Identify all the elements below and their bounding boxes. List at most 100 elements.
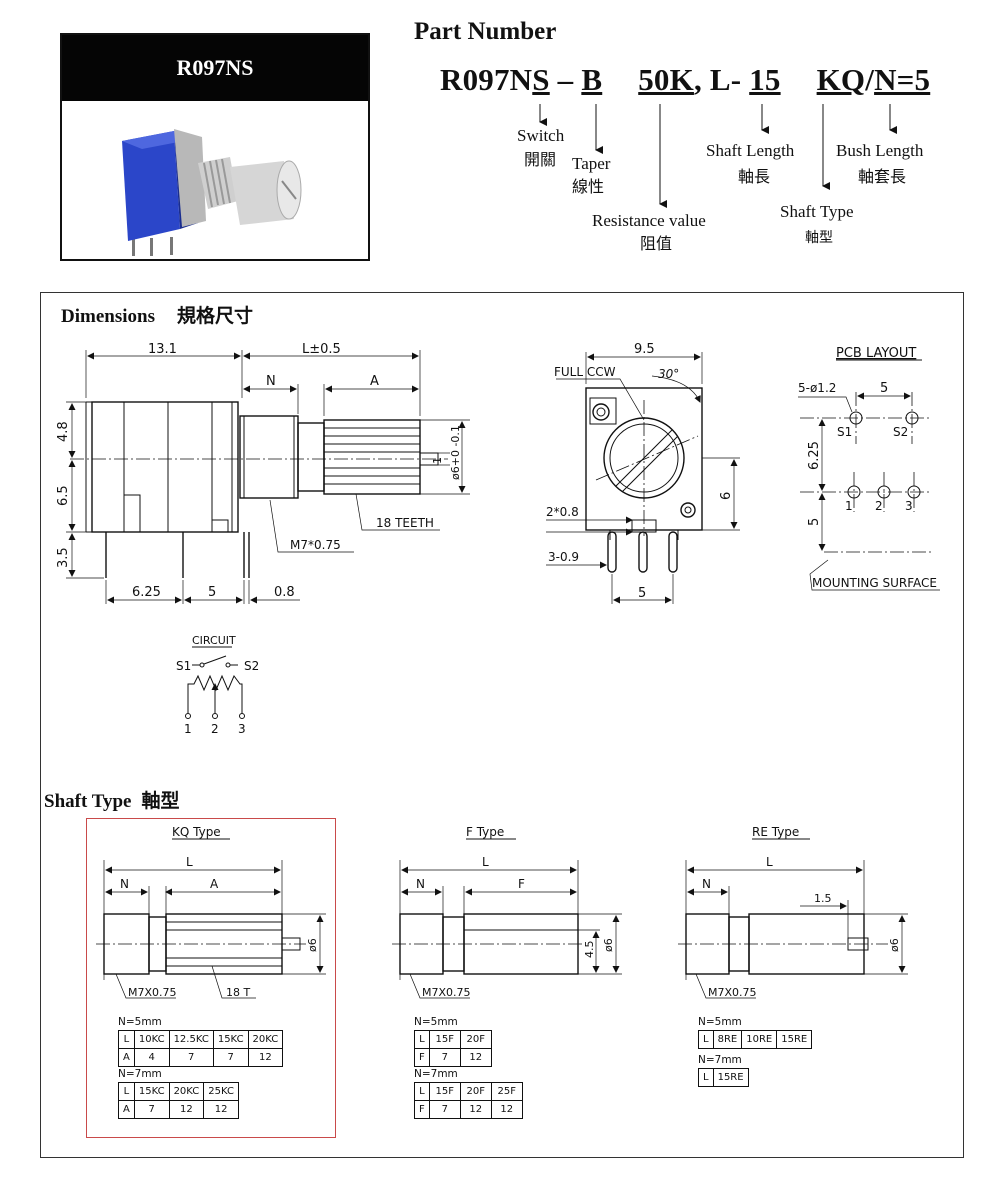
circuit-p1: 1 (184, 722, 192, 736)
f-title: F Type (466, 825, 504, 839)
label-m7: M7*0.75 (290, 538, 341, 552)
f-m7: M7X0.75 (422, 986, 471, 999)
table-row: A 7 12 12 (118, 1100, 239, 1119)
part-number-heading: Part Number (414, 18, 557, 45)
dim-phi6: ø6+0 -0.1 (449, 425, 462, 480)
circuit-p2: 2 (211, 722, 219, 736)
dim-3-0-9: 3-0.9 (548, 550, 579, 564)
pcb-p1: 1 (845, 499, 853, 513)
dim-0-8: 0.8 (274, 585, 295, 600)
dim-3-5: 3.5 (56, 547, 71, 568)
re-d-1-5: 1.5 (814, 892, 832, 905)
side-view: 13.1 L±0.5 N A 4.8 6.5 3.5 1 ø6+0 -0.1 (56, 342, 470, 604)
dim-9-5: 9.5 (634, 342, 655, 357)
kq-m7: M7X0.75 (128, 986, 177, 999)
shaft-type-label: Shaft Type (780, 202, 854, 221)
table-row: A 4 7 7 12 (118, 1048, 284, 1067)
kq-title: KQ Type (172, 825, 221, 839)
label-full-ccw: FULL CCW (554, 365, 616, 379)
table-cell: 12 (490, 1100, 523, 1119)
switch-label-zh: 開關 (524, 150, 556, 169)
dimension-drawings: 13.1 L±0.5 N A 4.8 6.5 3.5 1 ø6+0 -0.1 (56, 342, 940, 736)
shaft-length-label: Shaft Length (706, 141, 795, 160)
table-cell: 7 (133, 1100, 170, 1119)
circuit-s2: S2 (244, 659, 259, 673)
dim-4-8: 4.8 (56, 421, 71, 442)
table-cell: L (118, 1030, 135, 1049)
table-row: F 7 12 (414, 1048, 492, 1067)
circuit-s1: S1 (176, 659, 191, 673)
table-cell: 12 (459, 1100, 492, 1119)
label-30-deg: 30° (658, 367, 679, 381)
kq-phi: ø6 (306, 938, 319, 952)
table-cell: 8RE (712, 1030, 743, 1049)
code-shaft-type: KQ (816, 62, 866, 97)
re-phi: ø6 (888, 938, 901, 952)
pcb-dim-5v: 5 (807, 518, 822, 526)
shaft-type-label-zh: 軸型 (805, 230, 833, 246)
re-n5-label: N=5mm (698, 1016, 742, 1028)
product-photo (122, 129, 302, 256)
shaft-type-drawings: KQ Type L N A ø6 M7X0.75 18 T F Type L (96, 825, 908, 999)
re-N: N (702, 877, 711, 891)
switch-label: Switch (517, 126, 565, 145)
pcb-title: PCB LAYOUT (836, 346, 916, 361)
shaft-length-label-zh: 軸長 (738, 167, 770, 186)
table-row: L 8RE 10RE 15RE (698, 1030, 813, 1049)
table-cell: 15RE (776, 1030, 813, 1049)
table-row: L 15F 20F 25F (414, 1082, 523, 1101)
bush-length-label-zh: 軸套長 (858, 167, 906, 186)
code-bush-length: N=5 (874, 62, 931, 97)
table-cell: 7 (428, 1048, 461, 1067)
re-m7: M7X0.75 (708, 986, 757, 999)
product-box: R097NS (60, 33, 370, 261)
drawing-frame (40, 292, 964, 1158)
table-cell: 20KC (168, 1082, 205, 1101)
table-cell: F (414, 1100, 430, 1119)
table-cell: 7 (428, 1100, 461, 1119)
table-cell: 12 (203, 1100, 239, 1119)
f-n5-label: N=5mm (414, 1016, 458, 1028)
table-cell: 15KC (212, 1030, 249, 1049)
kq-n5-label: N=5mm (118, 1016, 162, 1028)
table-cell: A (118, 1048, 135, 1067)
re-drawing: RE Type L N 1.5 ø6 M7X0.75 (678, 825, 908, 999)
code-shaft-length: 15 (749, 62, 781, 97)
table-cell: 7 (168, 1048, 214, 1067)
f-F: F (518, 877, 525, 891)
kq-drawing: KQ Type L N A ø6 M7X0.75 18 T (96, 825, 326, 999)
table-cell: 4 (133, 1048, 170, 1067)
re-n7-label: N=7mm (698, 1054, 742, 1066)
table-cell: L (698, 1068, 714, 1087)
table-cell: 25F (490, 1082, 523, 1101)
table-cell: L (414, 1082, 430, 1101)
f-N: N (416, 877, 425, 891)
resistance-label: Resistance value (592, 211, 706, 230)
table-cell: 20KC (247, 1030, 284, 1049)
front-view: 9.5 FULL CCW 30° 6 2*0.8 3-0.9 5 (546, 342, 740, 604)
kq-n7-label: N=7mm (118, 1068, 162, 1080)
table-cell: L (698, 1030, 714, 1049)
kq-A: A (210, 877, 219, 891)
code-dash: – (549, 62, 582, 97)
taper-label: Taper (572, 154, 611, 173)
pcb-s2: S2 (893, 425, 908, 439)
product-model: R097NS (176, 55, 254, 80)
dim-6: 6 (719, 492, 734, 500)
dim-6-5: 6.5 (56, 485, 71, 506)
re-n7-table: L 15RE (698, 1068, 749, 1087)
kq-type-box (86, 818, 336, 1138)
table-cell: 20F (459, 1030, 492, 1049)
f-drawing: F Type L N F 4.5 ø6 M7X0.75 (392, 825, 622, 999)
table-cell: L (414, 1030, 430, 1049)
dim-N: N (266, 374, 276, 389)
table-cell: 15KC (133, 1082, 170, 1101)
pcb-holes: 5-ø1.2 (798, 381, 836, 395)
f-n7-label: N=7mm (414, 1068, 458, 1080)
product-model-banner: R097NS (62, 35, 368, 101)
dim-2x0-8: 2*0.8 (546, 505, 579, 519)
dim-A: A (370, 374, 379, 389)
code-slash: / (865, 62, 875, 97)
